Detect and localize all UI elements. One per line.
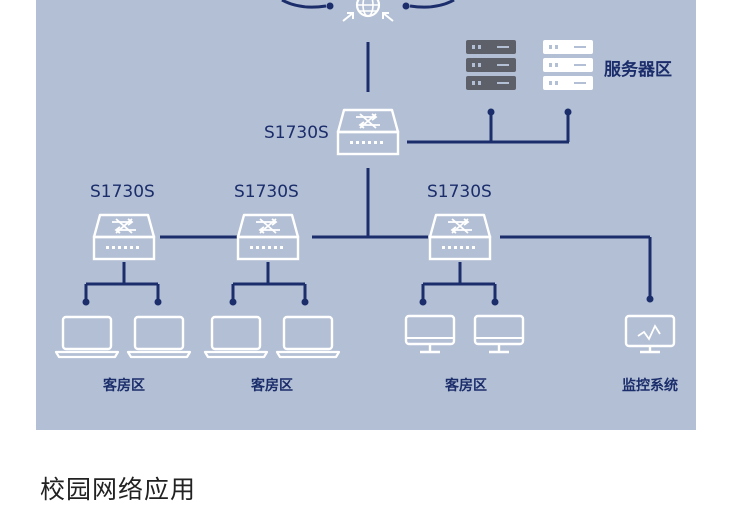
junction-dot <box>564 108 572 116</box>
access-switch-label: S1730S <box>234 182 299 202</box>
laptop-icon <box>203 315 269 359</box>
access-switch-label: S1730S <box>90 182 155 202</box>
junction-dots <box>82 108 654 306</box>
zone-label-monitoring: 监控系统 <box>622 377 678 394</box>
laptop-icon <box>126 315 192 359</box>
server-zone-label: 服务器区 <box>604 59 672 80</box>
zone-label-guest-rooms: 客房区 <box>250 377 293 394</box>
junction-dot <box>646 295 654 303</box>
junction-dot <box>491 298 499 306</box>
network-topology-diagram: 服务器区 S1730S S1730S S1730S S1730S 客房区 客房区… <box>54 0 678 394</box>
junction-dot <box>487 108 495 116</box>
desktop-monitor-icon <box>473 314 525 354</box>
junction-dot <box>82 298 90 306</box>
laptop-icon <box>275 315 341 359</box>
network-switch-icon <box>92 213 156 261</box>
junction-dot <box>229 298 237 306</box>
core-switch-label: S1730S <box>264 123 329 143</box>
junction-dot <box>154 298 162 306</box>
caption: 校园网络应用 <box>40 475 197 504</box>
network-switch-icon <box>428 213 492 261</box>
globe-icon <box>342 0 394 22</box>
server-rack-icon <box>466 40 516 90</box>
monitoring-screen-icon <box>624 314 676 354</box>
network-switch-icon <box>336 108 400 156</box>
zone-label-guest-rooms: 客房区 <box>444 377 487 394</box>
junction-dot <box>419 298 427 306</box>
zone-label-guest-rooms: 客房区 <box>102 377 145 394</box>
server-rack-icon <box>543 40 593 90</box>
laptop-icon <box>54 315 120 359</box>
internet-cloud <box>281 0 455 10</box>
network-switch-icon <box>236 213 300 261</box>
junction-dot <box>301 298 309 306</box>
access-switch-label: S1730S <box>427 182 492 202</box>
desktop-monitor-icon <box>404 314 456 354</box>
